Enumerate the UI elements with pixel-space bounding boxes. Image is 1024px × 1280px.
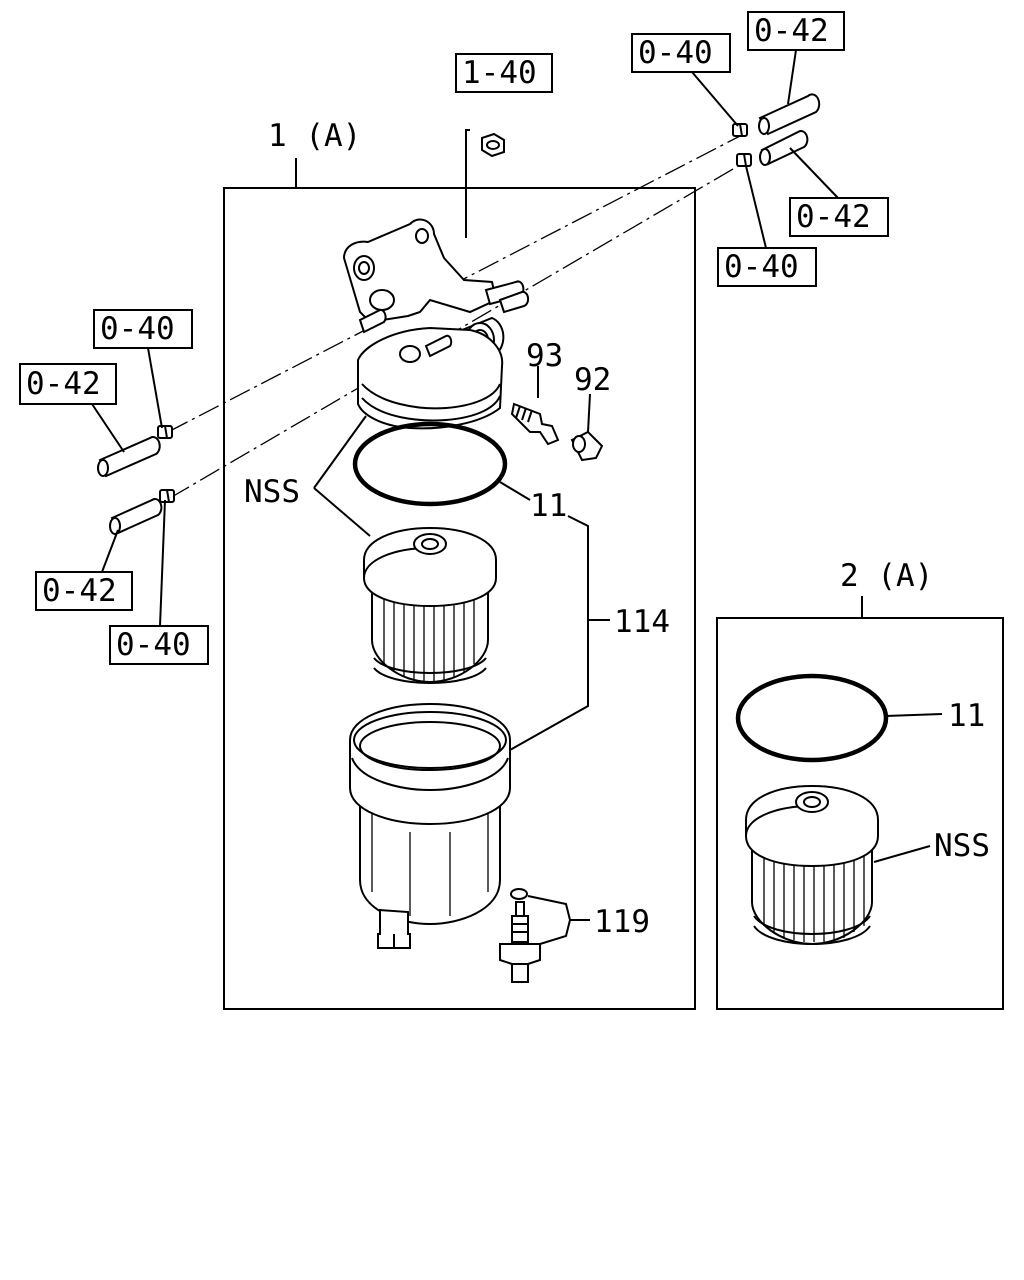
hose-ref-left-upper-label: 0-42 xyxy=(26,366,101,402)
assembly-frame xyxy=(223,187,696,1010)
hose-ref-left-lower-label: 0-42 xyxy=(42,573,117,609)
bleeder-screw-93-icon xyxy=(510,402,560,446)
small-o-ring-119 xyxy=(510,888,528,900)
hose-ref-right-label: 0-42 xyxy=(796,199,871,235)
kit-frame xyxy=(716,617,1004,1010)
hose-upper-left xyxy=(97,436,161,478)
leader-lines xyxy=(91,49,943,945)
cap-92-icon xyxy=(570,430,604,462)
hose-upper-right xyxy=(758,93,821,136)
clip-ref-right-label: 0-40 xyxy=(724,249,799,285)
assembly-title: 1 (A) xyxy=(268,118,361,154)
clip-upper-left-icon xyxy=(157,425,173,439)
clip-ref-top-label: 0-40 xyxy=(638,35,713,71)
clip-lower-left-icon xyxy=(159,489,175,503)
nut-ref-label: 1-40 xyxy=(462,55,537,91)
part-93-label: 93 xyxy=(526,338,563,374)
filter-element-assembly xyxy=(363,526,497,684)
part-92-label: 92 xyxy=(574,362,611,398)
o-ring-kit xyxy=(735,673,889,763)
kit-title: 2 (A) xyxy=(840,558,933,594)
fuel-line-centerlines xyxy=(167,135,746,499)
clip-ref-left-upper-label: 0-40 xyxy=(100,311,175,347)
oring-assembly-label: 11 xyxy=(530,488,567,524)
filter-bowl xyxy=(349,702,511,949)
clip-upper-right-icon xyxy=(732,123,748,137)
clip-lower-right-icon xyxy=(736,153,752,167)
oring-kit-label: 11 xyxy=(948,698,985,734)
filter-head xyxy=(342,218,530,430)
flange-nut-icon xyxy=(481,132,505,158)
water-sensor-119-icon xyxy=(499,901,541,983)
hose-ref-top-label: 0-42 xyxy=(754,13,829,49)
nss-assembly-label: NSS xyxy=(244,474,300,510)
bowl-114-label: 114 xyxy=(614,604,670,640)
o-ring-assembly xyxy=(352,421,508,507)
sensor-119-label: 119 xyxy=(594,904,650,940)
nss-kit-label: NSS xyxy=(934,828,990,864)
clip-ref-left-lower-label: 0-40 xyxy=(116,627,191,663)
hose-lower-left xyxy=(109,498,163,535)
hose-lower-right xyxy=(759,130,809,166)
filter-element-kit xyxy=(745,784,879,946)
